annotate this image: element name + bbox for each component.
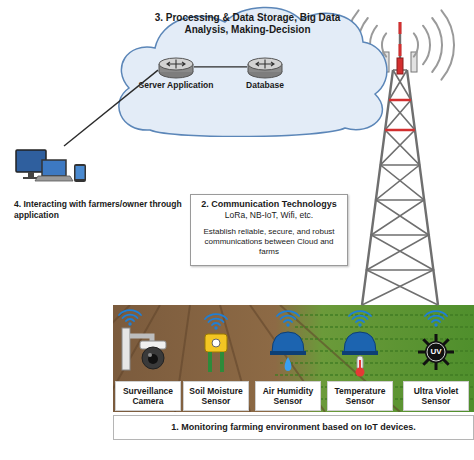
cloud-shape [119,7,387,136]
farm-field: 1. Monitoring farming environment based … [113,303,474,443]
box-text: Establish reliable, secure, and robust c… [195,227,343,257]
wifi-symbol [425,311,447,327]
humidity-sensor-icon [270,332,306,371]
sensor-label: Surveillance Camera [115,381,181,411]
cloud-node: 3. Processing & Data Storage, Big Data A… [105,2,390,137]
temperature-sensor-icon [342,332,378,377]
sensor-node: Ultra Violet Sensor [403,313,469,413]
connector-line [64,70,158,146]
info-box: 2. Communication TechnologysLoRa, NB-IoT… [190,194,348,266]
soil-sensor-icon [205,334,227,372]
box-subheading: LoRa, NB-IoT, Wifi, etc. [195,210,343,221]
sensor-label: Ultra Violet Sensor [403,381,469,411]
cloud-heading: 3. Processing & Data Storage, Big Data A… [135,12,360,36]
router-node: Database [247,54,283,100]
router-label: Database [215,80,315,90]
soil-furrows [113,305,400,412]
sensor-node: Air Humidity Sensor [255,313,321,413]
wifi-symbol [205,314,227,330]
device-group: 4. Interacting with farmers/owner throug… [8,146,183,222]
device-icons [16,150,86,182]
connector-line [194,66,247,67]
wifi-symbol [349,311,371,327]
sensor-label: Air Humidity Sensor [255,381,321,411]
camera-icon [122,328,166,370]
sensor-label: Temperature Sensor [327,381,393,411]
router-label: Server Application [126,80,226,90]
router-icon [248,58,282,78]
field-caption: 1. Monitoring farming environment based … [113,415,474,440]
sensor-node: Surveillance Camera [115,313,181,413]
box-heading: 2. Communication Technologys [195,199,343,210]
sensor-node: Temperature Sensor [327,313,393,413]
farm-ground [113,305,474,412]
sensor-node: Soil Moisture Sensor [183,313,249,413]
router-icon [159,58,193,78]
device-caption: 4. Interacting with farmers/owner throug… [14,199,183,221]
router-node: Server Application [158,54,194,100]
sensor-label: Soil Moisture Sensor [183,381,249,411]
uv-sensor-icon [418,334,454,370]
icon-text: UV [424,347,448,357]
wifi-symbol [277,311,299,327]
wifi-symbol [119,310,141,326]
